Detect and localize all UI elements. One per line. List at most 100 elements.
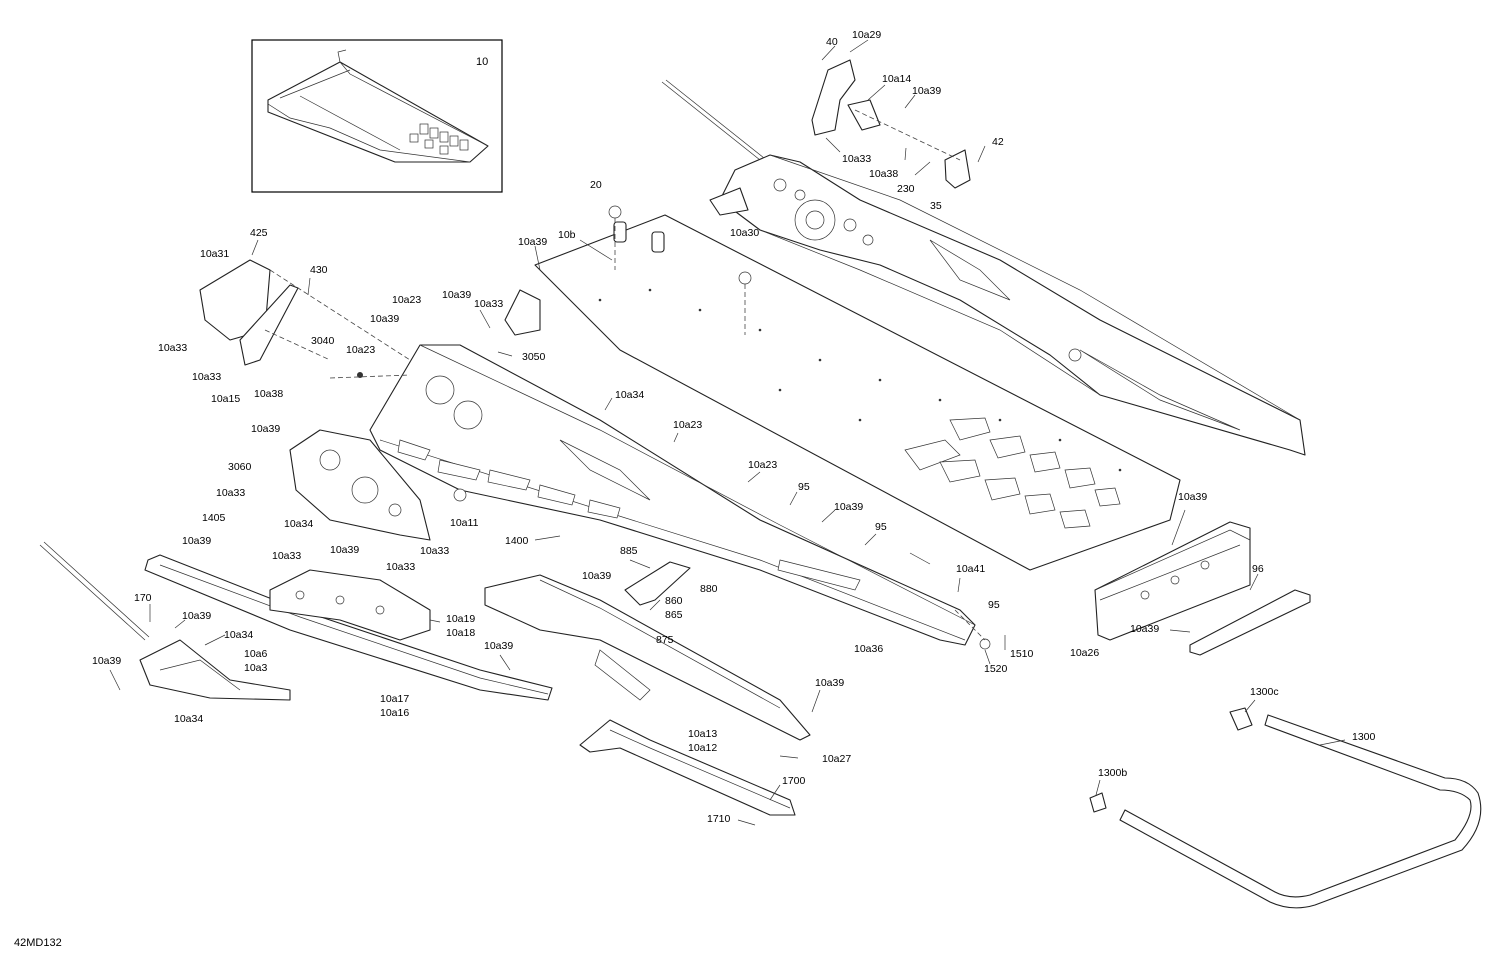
rear-cross-channel <box>1094 521 1251 641</box>
callout-1510: 1510 <box>1010 648 1034 660</box>
callout-875: 875 <box>656 634 674 646</box>
callout-1710: 1710 <box>707 813 731 825</box>
tunnel-top <box>504 214 1181 571</box>
callout-10a33: 10a33 <box>192 371 221 383</box>
callout-10a33: 10a33 <box>216 487 245 499</box>
callout-10a18: 10a18 <box>446 627 475 639</box>
callout-10a33: 10a33 <box>420 545 449 557</box>
callout-42: 42 <box>992 136 1004 148</box>
callout-10a33: 10a33 <box>272 550 301 562</box>
callout-10a39: 10a39 <box>370 313 399 325</box>
callout-10a14: 10a14 <box>882 73 911 85</box>
callout-10a3: 10a3 <box>244 662 268 674</box>
callout-10a6: 10a6 <box>244 648 268 660</box>
callout-1520: 1520 <box>984 663 1008 675</box>
callout-10a36: 10a36 <box>854 643 883 655</box>
callout-10a12: 10a12 <box>688 742 717 754</box>
callout-10a31: 10a31 <box>200 248 229 260</box>
callout-10a34: 10a34 <box>615 389 644 401</box>
callout-10a39: 10a39 <box>442 289 471 301</box>
part-20 <box>608 205 622 219</box>
callout-3060: 3060 <box>228 461 252 473</box>
callout-35: 35 <box>930 200 942 212</box>
callout-10a17: 10a17 <box>380 693 409 705</box>
left-bracket-assembly <box>199 259 411 366</box>
callout-10a41: 10a41 <box>956 563 985 575</box>
callout-10a39: 10a39 <box>1130 623 1159 635</box>
callout-10a39: 10a39 <box>330 544 359 556</box>
callout-40: 40 <box>826 36 838 48</box>
rear-bumper <box>1119 714 1482 909</box>
callout-10a33: 10a33 <box>474 298 503 310</box>
callout-10a38: 10a38 <box>869 168 898 180</box>
callout-1700: 1700 <box>782 775 806 787</box>
callout-10b: 10b <box>558 229 576 241</box>
callout-10a39: 10a39 <box>92 655 121 667</box>
callout-425: 425 <box>250 227 268 239</box>
callout-430: 430 <box>310 264 328 276</box>
callout-230: 230 <box>897 183 915 195</box>
callout-10a39: 10a39 <box>518 236 547 248</box>
inset-assembly-view: 10 <box>251 39 503 193</box>
callout-10a26: 10a26 <box>1070 647 1099 659</box>
part-1520 <box>979 638 991 650</box>
callout-10a34: 10a34 <box>284 518 313 530</box>
callout-20: 20 <box>590 179 602 191</box>
callout-10a39: 10a39 <box>815 677 844 689</box>
callout-10a38: 10a38 <box>254 388 283 400</box>
callout-880: 880 <box>700 583 718 595</box>
callout-10a39: 10a39 <box>1178 491 1207 503</box>
figure-code: 42MD132 <box>14 937 62 949</box>
callout-1405: 1405 <box>202 512 226 524</box>
callout-95: 95 <box>988 599 1000 611</box>
lower-slide <box>579 719 796 816</box>
left-side-panel <box>369 344 976 646</box>
callout-10a19: 10a19 <box>446 613 475 625</box>
part-10a30 <box>738 271 752 285</box>
callout-10a33: 10a33 <box>386 561 415 573</box>
callout-10a23: 10a23 <box>748 459 777 471</box>
callout-10a39: 10a39 <box>182 535 211 547</box>
front-suspension-plate <box>289 429 431 541</box>
callout-3040: 3040 <box>311 335 335 347</box>
right-side-panel <box>661 79 1306 456</box>
callout-10a23: 10a23 <box>392 294 421 306</box>
callout-10a23: 10a23 <box>346 344 375 356</box>
callout-96: 96 <box>1252 563 1264 575</box>
callout-1400: 1400 <box>505 535 529 547</box>
callout-10a15: 10a15 <box>211 393 240 405</box>
callout-labels: 40 10a29 10a14 10a39 10a33 10a38 42 230 … <box>92 29 1376 825</box>
callout-10a39: 10a39 <box>182 610 211 622</box>
callout-170: 170 <box>134 592 152 604</box>
front-rod-bracket <box>39 541 291 701</box>
part-10a11 <box>453 488 467 502</box>
part-1300c <box>1229 707 1253 731</box>
rear-slide-rail <box>484 574 811 741</box>
callout-3050: 3050 <box>522 351 546 363</box>
callout-865: 865 <box>665 609 683 621</box>
callout-10a16: 10a16 <box>380 707 409 719</box>
callout-10a39: 10a39 <box>582 570 611 582</box>
callout-10a34: 10a34 <box>224 629 253 641</box>
callout-10a23: 10a23 <box>673 419 702 431</box>
inset-tunnel-drawing <box>267 49 489 163</box>
callout-860: 860 <box>665 595 683 607</box>
callout-1300c: 1300c <box>1250 686 1279 698</box>
callout-885: 885 <box>620 545 638 557</box>
callout-10a33: 10a33 <box>842 153 871 165</box>
callout-10a29: 10a29 <box>852 29 881 41</box>
callout-95: 95 <box>875 521 887 533</box>
rear-bar <box>1189 589 1311 656</box>
callout-1300b: 1300b <box>1098 767 1127 779</box>
callout-10a39: 10a39 <box>484 640 513 652</box>
callout-10a30: 10a30 <box>730 227 759 239</box>
callout-10a39: 10a39 <box>251 423 280 435</box>
callout-10a11: 10a11 <box>450 517 479 529</box>
callout-10a13: 10a13 <box>688 728 717 740</box>
callout-10a27: 10a27 <box>822 753 851 765</box>
link-arm <box>624 561 691 606</box>
callout-10a33: 10a33 <box>158 342 187 354</box>
inset-label: 10 <box>476 56 488 68</box>
callout-95: 95 <box>798 481 810 493</box>
